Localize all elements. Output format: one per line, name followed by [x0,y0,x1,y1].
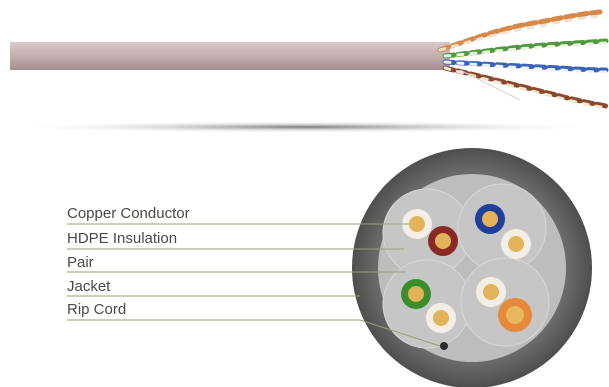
copper-core [483,284,499,300]
rip-cord-dot [440,342,448,350]
cross-section [352,148,592,387]
copper-core [408,286,424,302]
copper-core [508,236,524,252]
cable-sheath [10,42,450,70]
label-jacket: Jacket [67,278,111,295]
label-pair: Pair [67,254,94,271]
copper-core [482,211,498,227]
copper-core [506,306,524,324]
label-copper-conductor: Copper Conductor [67,205,190,222]
copper-core [435,233,451,249]
cable-side-view [5,9,609,133]
leader-rip-cord [67,319,441,347]
twisted-pairs [437,9,609,110]
leader-lines [67,223,441,347]
copper-core [409,216,425,232]
label-rip-cord: Rip Cord [67,301,127,318]
cable-shadow [5,121,605,133]
copper-core [433,310,449,326]
label-hdpe-insulation: HDPE Insulation [67,230,178,247]
